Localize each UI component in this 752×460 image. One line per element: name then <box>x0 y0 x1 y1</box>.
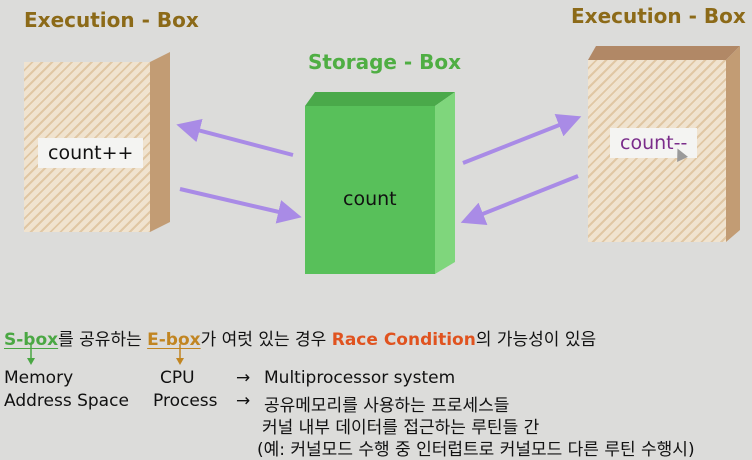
statement-part1: 를 공유하는 <box>58 330 148 350</box>
left-execution-box: count++ <box>24 52 170 232</box>
count-increment-label: count++ <box>38 138 144 168</box>
statement-part3: 의 가능성이 있음 <box>475 330 597 350</box>
address-space-label: Address Space <box>4 391 129 411</box>
race-condition-statement: S-box를 공유하는 E-box가 여럿 있는 경우 Race Conditi… <box>4 325 596 350</box>
storage-box-title: Storage - Box <box>308 50 462 74</box>
cpu-label: CPU <box>160 368 195 388</box>
storage-box-side <box>435 92 455 274</box>
ebox-term: E-box <box>147 330 201 350</box>
kernel-example-result: (예: 커널모드 수행 중 인터럽트로 커널모드 다른 루틴 수행시) <box>257 440 695 460</box>
right-box-side <box>726 46 740 242</box>
storage-box: count <box>305 92 455 274</box>
process-label: Process <box>153 391 218 411</box>
arrows-layer <box>176 113 582 225</box>
multiprocessor-result: Multiprocessor system <box>264 368 456 388</box>
ebox-down-arrowhead <box>176 358 184 365</box>
statement-part2: 가 여럿 있는 경우 <box>200 330 332 350</box>
race-condition-term: Race Condition <box>331 330 476 350</box>
left-execution-box-title: Execution - Box <box>24 8 199 32</box>
storage-box-top <box>305 92 455 106</box>
sbox-term: S-box <box>4 330 59 350</box>
left-box-side <box>150 52 170 232</box>
count-decrement-label: count-- <box>610 128 698 158</box>
small-arrows-layer <box>27 344 184 365</box>
right-execution-box: count-- <box>588 46 740 242</box>
memory-label: Memory <box>4 368 74 388</box>
arrow-left-to-storage <box>179 187 302 224</box>
storage-count-label: count <box>343 188 397 210</box>
arrow-right-to-storage <box>460 174 579 225</box>
right-box-top <box>588 46 740 60</box>
right-execution-box-title: Execution - Box <box>571 4 746 28</box>
arrow-right-icon-1: → <box>236 368 251 388</box>
storage-box-front <box>305 106 435 274</box>
sbox-down-arrowhead <box>27 358 35 365</box>
arrow-storage-to-left <box>176 118 294 157</box>
arrow-right-icon-2: → <box>236 391 251 411</box>
arrow-storage-to-right <box>462 113 582 165</box>
kernel-routines-result: 커널 내부 데이터를 접근하는 루틴들 간 <box>262 418 540 438</box>
shared-memory-result: 공유메모리를 사용하는 프로세스들 <box>264 396 510 416</box>
